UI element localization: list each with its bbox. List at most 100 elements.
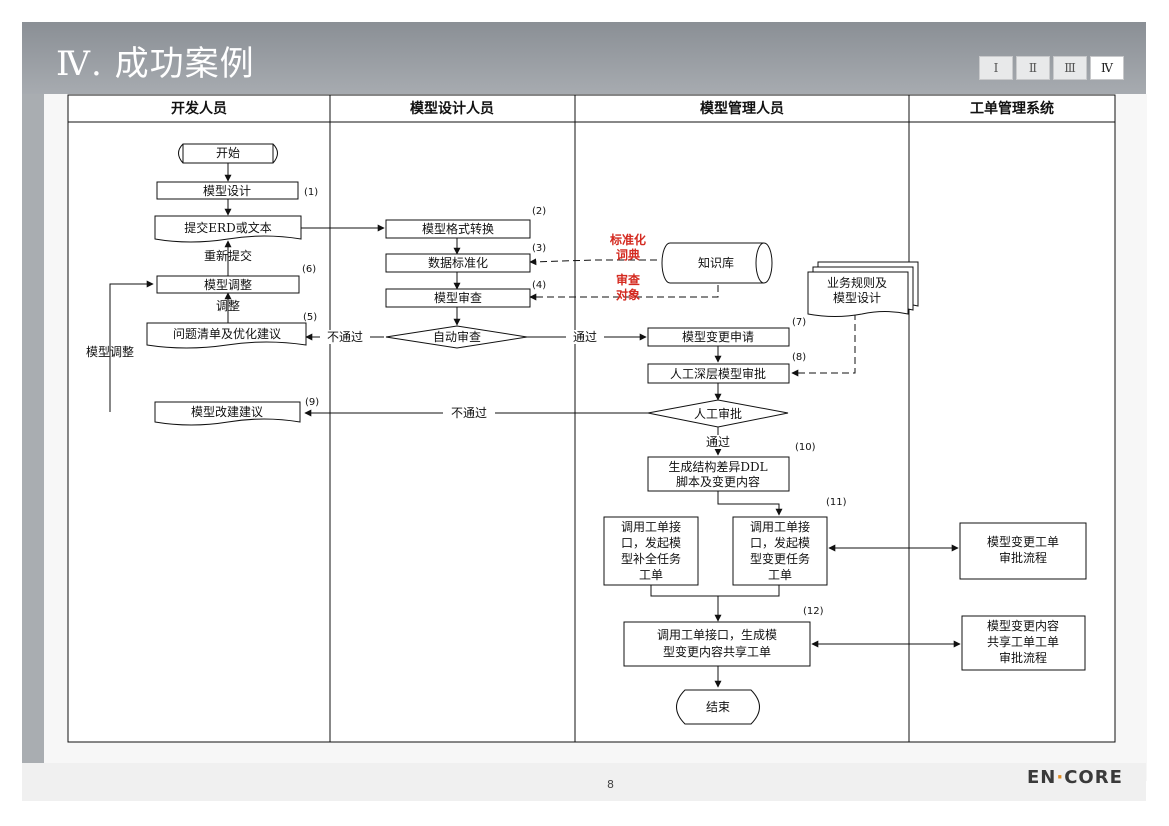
ddl-box — [647, 456, 790, 492]
model-design-box — [156, 181, 299, 200]
pass-label: 通过 — [573, 330, 597, 344]
manual-review-label: 人工审批 — [694, 406, 742, 421]
connectors — [109, 163, 961, 688]
share-ticket-label-1: 调用工单接口，生成模 — [657, 627, 777, 642]
step-2: (2) — [532, 206, 546, 217]
flow-a-box — [959, 522, 1087, 580]
step-3: (3) — [532, 243, 546, 254]
auto-review-label: 自动审查 — [433, 329, 481, 344]
step-6: (6) — [302, 264, 316, 275]
share-ticket-label-2: 型变更内容共享工单 — [663, 644, 771, 659]
pass2-label-bg — [697, 435, 741, 449]
end-node — [676, 689, 760, 725]
end-label: 结束 — [706, 700, 730, 714]
lane-developer: 开发人员 — [171, 100, 227, 117]
nav-tab-4[interactable]: Ⅳ — [1090, 56, 1124, 80]
std-dict-label-1: 标准化 — [609, 232, 646, 247]
improve-suggest-box — [154, 401, 301, 426]
data-standard-box — [385, 253, 531, 273]
page-number: 8 — [607, 778, 614, 791]
improve-suggest-label: 模型改建建议 — [191, 405, 263, 419]
review-obj-label-1: 审查 — [616, 272, 641, 287]
nav-tab-1[interactable]: Ⅰ — [979, 56, 1013, 80]
issue-list-label: 问题清单及优化建议 — [173, 327, 281, 341]
manual-deep-review-label: 人工深层模型审批 — [670, 366, 766, 381]
lane-ticket-system: 工单管理系统 — [970, 100, 1054, 117]
model-review-label: 模型审查 — [434, 290, 482, 305]
ddl-label-1: 生成结构差异DDL — [668, 459, 767, 474]
step-7: (7) — [792, 317, 806, 328]
pass-label-bg — [566, 330, 604, 344]
slide-header: Ⅳ. 成功案例 Ⅰ Ⅱ Ⅲ Ⅳ — [22, 22, 1146, 94]
lane-model-manager: 模型管理人员 — [700, 100, 784, 117]
flow-a-line-1: 模型变更工单 — [987, 534, 1059, 549]
step-5: (5) — [303, 312, 317, 323]
ticket-a-line-1: 调用工单接 — [621, 519, 681, 534]
ticket-a-line-3: 型补全任务 — [621, 551, 681, 566]
ticket-a-box — [603, 516, 699, 586]
step-9: (9) — [305, 397, 319, 408]
ddl-label-2: 脚本及变更内容 — [676, 474, 760, 489]
review-obj-label-2: 对象 — [616, 287, 640, 302]
ticket-a-line-4: 工单 — [639, 568, 663, 582]
resubmit-label: 重新提交 — [204, 248, 252, 263]
model-adjust-label: 模型调整 — [204, 277, 252, 292]
ticket-a-line-2: 口，发起模 — [621, 535, 681, 550]
nav-tab-3[interactable]: Ⅲ — [1053, 56, 1087, 80]
ticket-b-line-3: 型变更任务 — [750, 551, 810, 566]
step-1: (1) — [304, 187, 318, 198]
step-11: (11) — [826, 497, 847, 508]
step-12: (12) — [803, 606, 824, 617]
model-adjust-box — [156, 275, 300, 294]
ticket-b-line-1: 调用工单接 — [750, 519, 810, 534]
nav-tab-2[interactable]: Ⅱ — [1016, 56, 1050, 80]
manual-review-decision — [647, 399, 789, 428]
biz-rules-label-1: 业务规则及 — [827, 275, 887, 290]
change-request-label: 模型变更申请 — [682, 329, 754, 344]
flow-b-line-2: 共享工单工单 — [987, 634, 1059, 649]
submit-erd-box — [154, 215, 302, 243]
fail2-label: 不通过 — [451, 406, 487, 420]
submit-erd-label: 提交ERD或文本 — [184, 220, 271, 235]
lane-model-designer: 模型设计人员 — [410, 100, 494, 117]
data-standard-label: 数据标准化 — [428, 255, 488, 270]
issue-list-box — [146, 322, 307, 349]
pass2-label: 通过 — [706, 435, 730, 449]
flow-b-line-1: 模型变更内容 — [987, 618, 1059, 633]
manual-deep-review-box — [647, 363, 790, 384]
fail-label-bg — [320, 330, 370, 344]
ticket-b-box — [732, 516, 828, 586]
model-design-label: 模型设计 — [203, 184, 251, 198]
adjust-label: 调整 — [216, 298, 240, 313]
step-4: (4) — [532, 280, 546, 291]
format-convert-box — [385, 219, 531, 239]
model-review-box — [385, 288, 531, 308]
section-nav: Ⅰ Ⅱ Ⅲ Ⅳ — [976, 56, 1124, 80]
share-ticket-box — [623, 621, 811, 667]
encore-logo: EN·CORE — [1027, 767, 1123, 788]
format-convert-label: 模型格式转换 — [422, 221, 494, 236]
model-adjust-side-label: 模型调整 — [86, 344, 134, 359]
fail-label: 不通过 — [327, 330, 363, 344]
auto-review-decision — [385, 325, 528, 349]
logo-core: CORE — [1064, 767, 1123, 788]
biz-rules-doc — [807, 271, 909, 317]
logo-en: EN — [1027, 767, 1057, 788]
fail2-label-bg — [443, 406, 495, 420]
ticket-b-line-4: 工单 — [768, 568, 792, 582]
flow-a-line-2: 审批流程 — [999, 550, 1047, 565]
slide-footer — [22, 763, 1146, 801]
page-title: Ⅳ. 成功案例 — [56, 44, 255, 84]
std-dict-label-2: 词典 — [616, 247, 640, 262]
flow-b-box — [961, 615, 1086, 671]
step-8: (8) — [792, 352, 806, 363]
biz-rules-label-2: 模型设计 — [833, 291, 881, 305]
start-label: 开始 — [216, 146, 240, 160]
ticket-b-line-2: 口，发起模 — [750, 535, 810, 550]
knowledge-base-label: 知识库 — [698, 255, 734, 270]
logo-dot: · — [1056, 767, 1065, 788]
step-10: (10) — [795, 442, 816, 453]
change-request-box — [647, 327, 790, 347]
flow-b-line-3: 审批流程 — [999, 650, 1047, 665]
